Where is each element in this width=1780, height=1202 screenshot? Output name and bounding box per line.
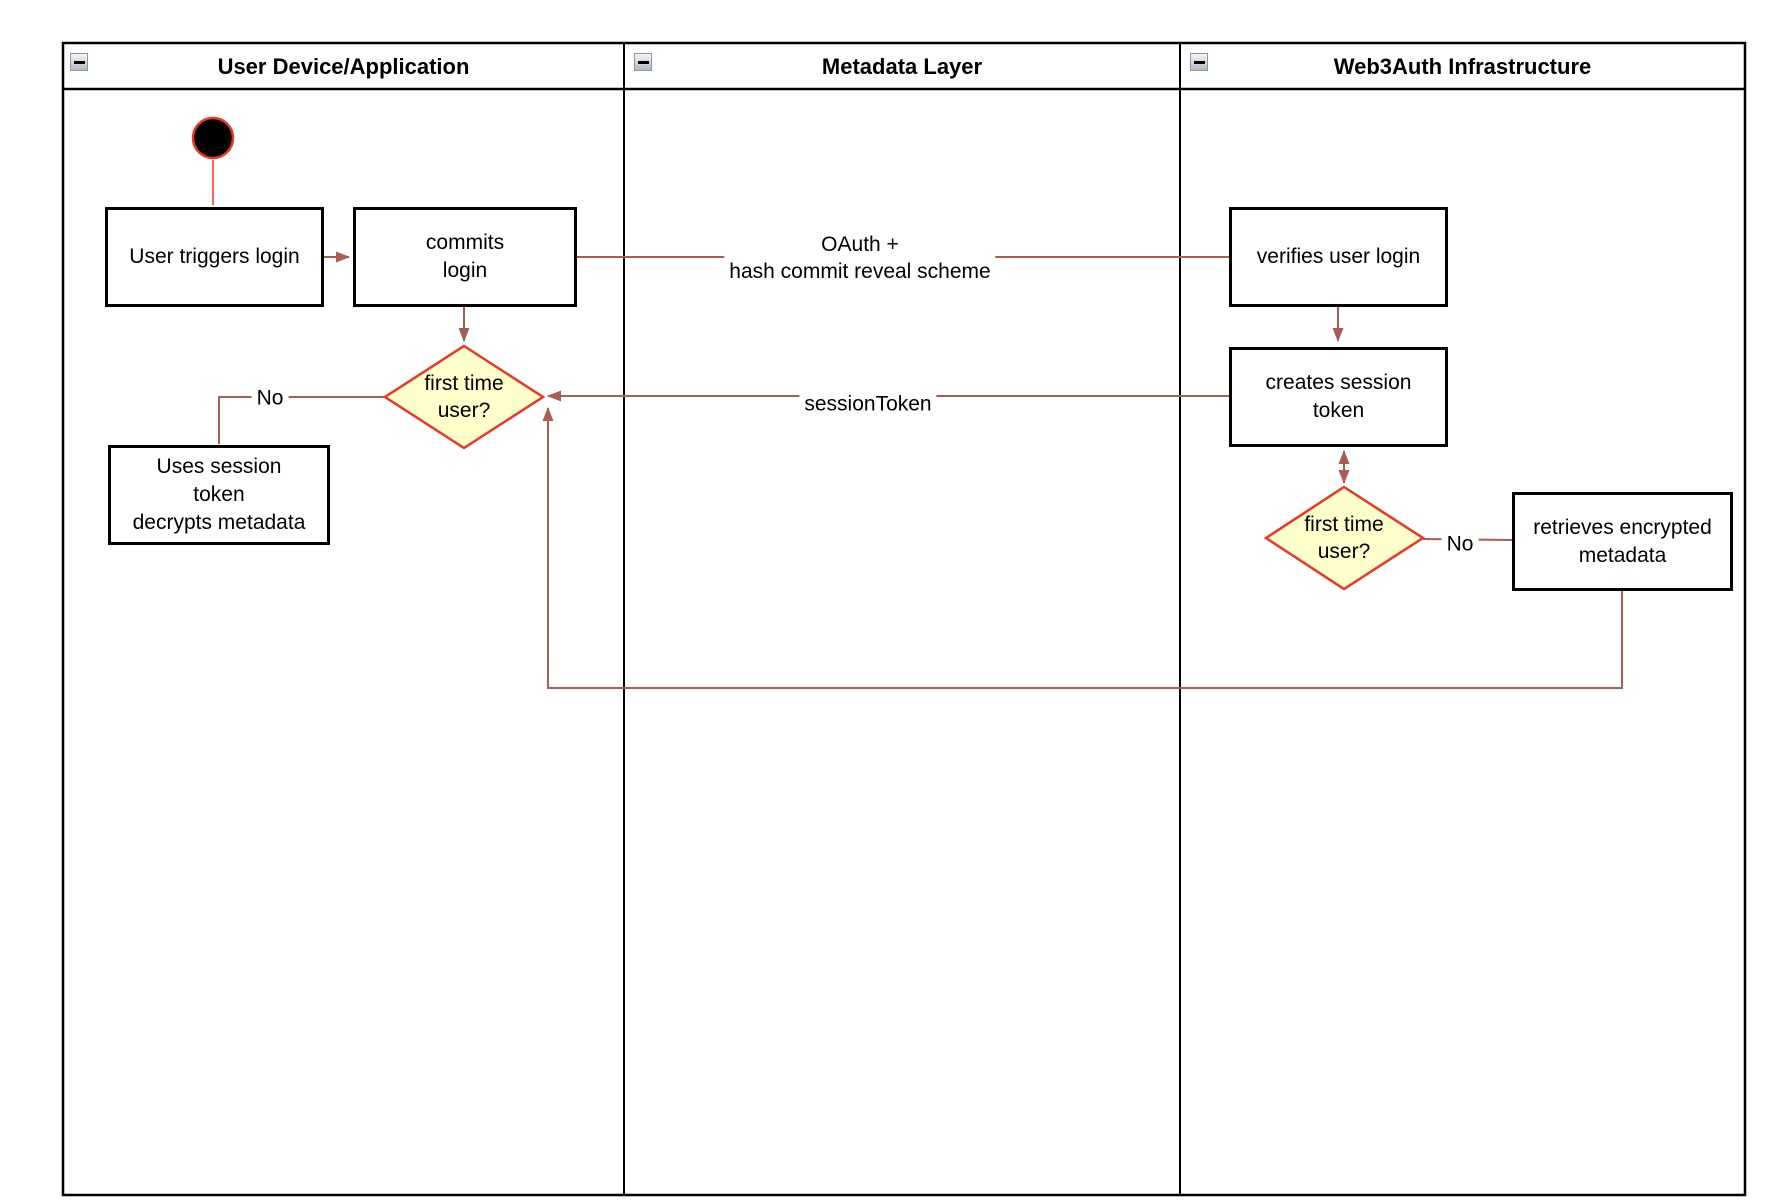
edge-decision1-no-to-uses-session [218, 396, 385, 444]
lane-title-metadata-layer: Metadata Layer [821, 54, 983, 79]
swimlane-frame [61, 41, 1747, 1197]
node-commits-login[interactable]: commits login [353, 207, 577, 307]
edge-label-oauth: OAuth + hash commit reveal scheme [724, 230, 996, 286]
node-verifies-user-login[interactable]: verifies user login [1229, 207, 1448, 307]
collapse-icon[interactable] [70, 53, 88, 71]
collapse-icon[interactable] [634, 53, 652, 71]
decision-first-time-user-1[interactable] [382, 344, 546, 450]
decision-first-time-user-2[interactable] [1263, 485, 1426, 591]
edge-retrieves-feedback-to-decision1 [542, 407, 1623, 689]
start-node[interactable] [191, 116, 235, 160]
edge-label-sessiontoken: sessionToken [799, 389, 937, 419]
node-retrieves-encrypted-metadata[interactable]: retrieves encrypted metadata [1512, 492, 1733, 591]
decision1-label: first time user? [424, 372, 504, 422]
decision2-label: first time user? [1304, 513, 1384, 563]
lane-title-web3auth-infrastructure: Web3Auth Infrastructure [1333, 54, 1592, 79]
collapse-icon[interactable] [1190, 53, 1208, 71]
edge-label-no-2: No [1441, 529, 1479, 559]
node-user-triggers-login[interactable]: User triggers login [105, 207, 324, 307]
edge-label-no-1: No [251, 383, 289, 413]
node-uses-session-token[interactable]: Uses session token decrypts metadata [108, 445, 330, 545]
node-creates-session-token[interactable]: creates session token [1229, 347, 1448, 447]
lane-title-user-device: User Device/Application [217, 54, 470, 79]
